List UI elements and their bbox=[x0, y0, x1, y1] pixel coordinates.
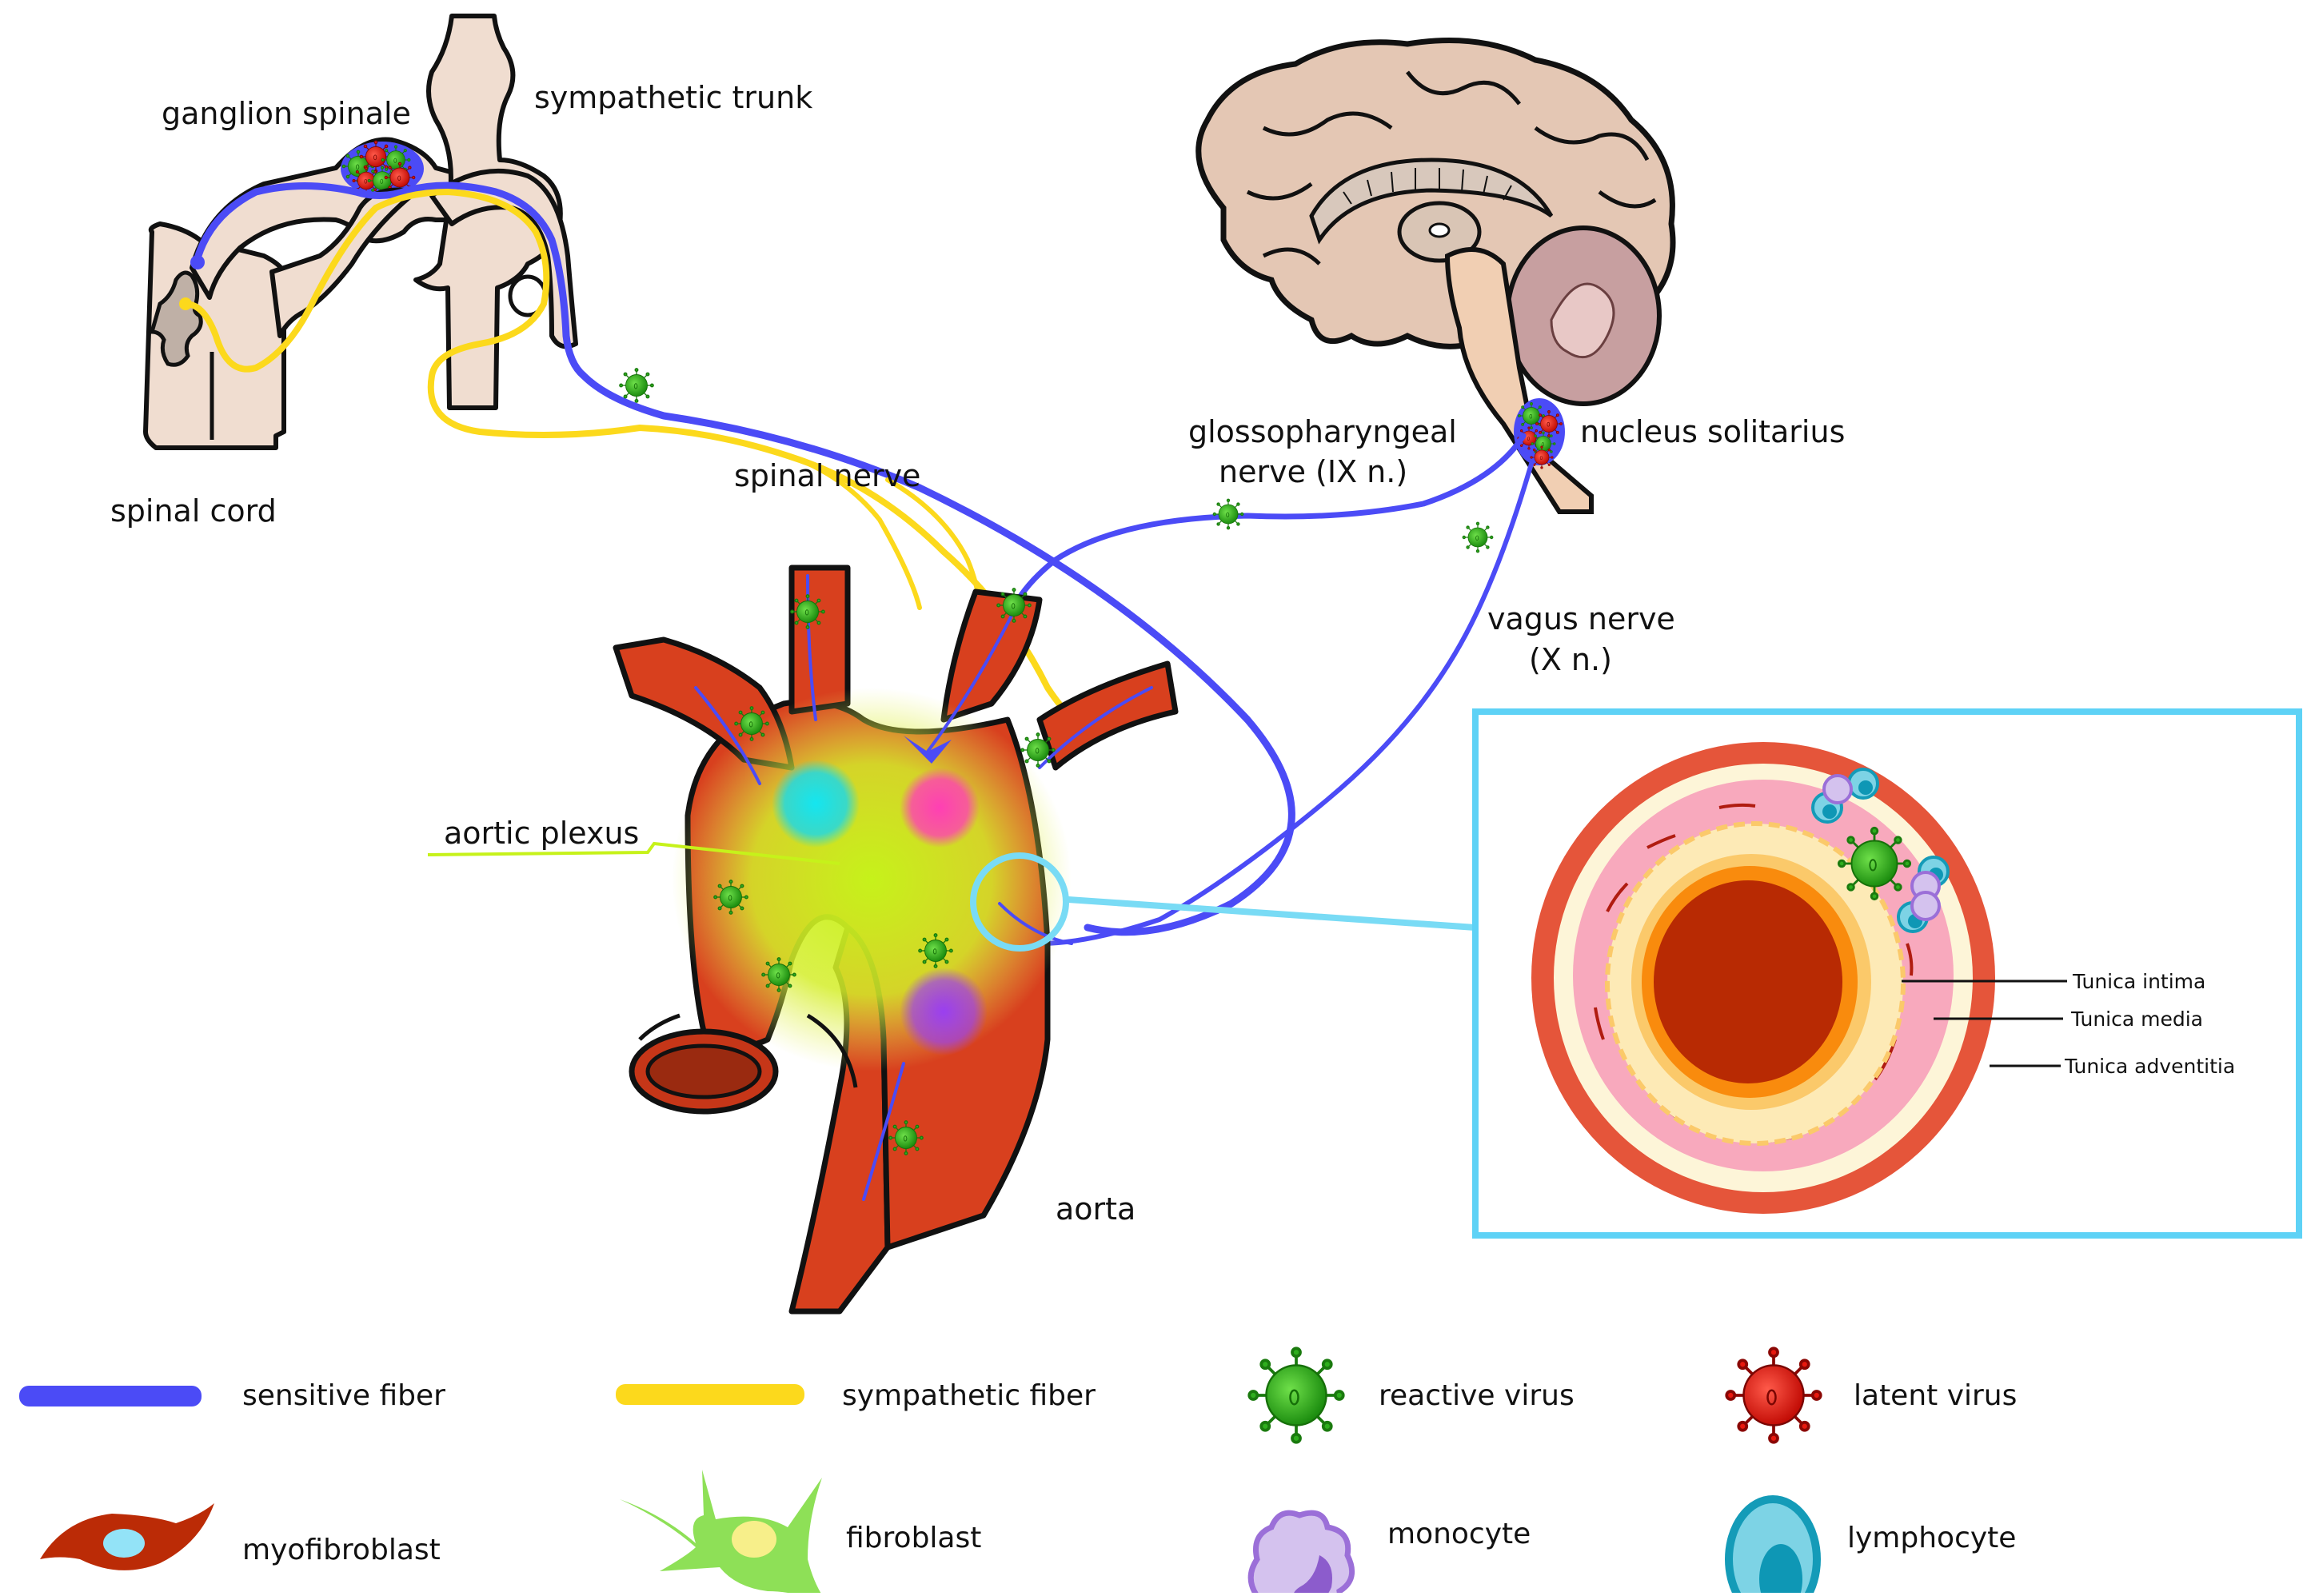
tunica-media-label: Tunica media bbox=[2070, 1007, 2203, 1031]
aorta-label: aorta bbox=[1056, 1191, 1136, 1227]
aortic-fibers bbox=[694, 574, 1153, 1201]
legend-item-reactive-virus: reactive virus bbox=[1247, 1347, 1575, 1444]
legend-label: fibroblast bbox=[846, 1522, 981, 1554]
brain-illustration bbox=[1195, 38, 1676, 514]
vagus-nerve bbox=[1037, 461, 1534, 946]
corpus-callosum bbox=[1309, 158, 1554, 245]
legend-item-latent-virus: latent virus bbox=[1725, 1347, 2017, 1444]
lymphocyte-nucleus bbox=[1759, 1544, 1802, 1596]
spinal-cord-label: spinal cord bbox=[110, 493, 277, 529]
common-carotid-artery bbox=[788, 565, 851, 715]
spinal-nerve-label: spinal nerve bbox=[734, 458, 920, 493]
reactive-virus-icon bbox=[888, 1120, 924, 1155]
spinal-cord-illustration bbox=[143, 14, 1295, 936]
glossopharyngeal-label-line1: glossopharyngeal bbox=[1188, 414, 1457, 449]
sensitive-neuron-body bbox=[190, 255, 205, 269]
subclavian-artery bbox=[1036, 660, 1179, 771]
reactive-virus-icon bbox=[1212, 498, 1244, 530]
reactive-virus-icon bbox=[790, 594, 825, 629]
reactive-virus-icon bbox=[1837, 826, 1912, 901]
monocyte-nucleus bbox=[1293, 1555, 1332, 1596]
vessel-cross-section-inset: Tunica intima Tunica media Tunica advent… bbox=[1472, 708, 2302, 1239]
reactive-virus-icon bbox=[713, 880, 748, 915]
myofibroblast-nucleus bbox=[103, 1529, 145, 1558]
callosum-striations bbox=[1343, 168, 1512, 205]
legend-item-monocyte: monocyte bbox=[1247, 1510, 1531, 1596]
arbor-vitae bbox=[1550, 282, 1615, 359]
legend-item-sensitive-fiber: sensitive fiber bbox=[19, 1379, 445, 1412]
fibroblast-nucleus bbox=[732, 1521, 776, 1558]
brain-gyri bbox=[1246, 70, 1657, 265]
reactive-virus-icon bbox=[619, 368, 654, 403]
vessel-opening-inner bbox=[645, 1043, 762, 1099]
legend-label: latent virus bbox=[1854, 1379, 2017, 1412]
ganglion-spinale-label: ganglion spinale bbox=[162, 96, 411, 131]
sensitive-fiber-spinal bbox=[192, 182, 1295, 936]
aortic-plexus-leader bbox=[427, 841, 840, 865]
sympathetic-trunk bbox=[413, 14, 563, 410]
vagus-nerve-label-line1: vagus nerve bbox=[1487, 601, 1675, 636]
magnifier-circle bbox=[970, 852, 1069, 952]
pink-spot bbox=[900, 768, 980, 848]
tunica-intima-label: Tunica intima bbox=[2072, 970, 2205, 993]
monocyte-icon bbox=[1822, 774, 1941, 921]
cyan-spot bbox=[772, 760, 860, 848]
legend-label: sensitive fiber bbox=[242, 1379, 445, 1412]
monocyte-icon bbox=[1247, 1510, 1355, 1596]
reactive-virus-icon bbox=[918, 933, 953, 968]
reactive-virus-icon bbox=[1247, 1347, 1345, 1444]
legend-label: sympathetic fiber bbox=[842, 1379, 1096, 1412]
sympathetic-fiber-spinal bbox=[182, 188, 1083, 720]
vessel-lumen bbox=[1654, 880, 1842, 1083]
sympathetic-fiber-swatch bbox=[616, 1384, 804, 1405]
brainstem bbox=[1444, 247, 1594, 514]
tunica-adventitia-label: Tunica adventitia bbox=[2064, 1055, 2235, 1078]
legend-item-myofibroblast: myofibroblast bbox=[40, 1503, 441, 1570]
latent-virus-icon bbox=[1725, 1347, 1822, 1444]
pulmonary-branch bbox=[806, 1013, 858, 1088]
reactive-virus-icon bbox=[996, 588, 1032, 623]
reactive-virus-icon bbox=[1462, 521, 1494, 553]
pulmonary-branch bbox=[638, 1013, 681, 1041]
legend-item-fibroblast: fibroblast bbox=[620, 1470, 981, 1596]
legend-label: lymphocyte bbox=[1847, 1522, 2016, 1554]
nucleus-solitarius-label: nucleus solitarius bbox=[1580, 414, 1845, 449]
glossopharyngeal-label-line2: nerve (IX n.) bbox=[1219, 454, 1407, 489]
glossopharyngeal-nerve bbox=[1004, 433, 1527, 627]
latent-virus-icon bbox=[1535, 410, 1563, 437]
blue-plexus-junction bbox=[904, 736, 952, 764]
legend-item-sympathetic-fiber: sympathetic fiber bbox=[616, 1379, 1096, 1412]
reactive-virus-icon bbox=[761, 957, 796, 992]
vagus-nerve-label-line2: (X n.) bbox=[1529, 642, 1612, 677]
reactive-virus-icon bbox=[734, 706, 769, 741]
aortic-plexus-glow bbox=[672, 688, 1072, 1071]
aorta-illustration bbox=[427, 565, 1476, 1315]
grey-matter bbox=[149, 270, 203, 367]
reactive-virus-icon bbox=[1020, 732, 1056, 768]
legend-label: reactive virus bbox=[1379, 1379, 1575, 1412]
aortic-plexus-label: aortic plexus bbox=[444, 816, 639, 851]
legend: sensitive fiber sympathetic fiber reacti… bbox=[19, 1347, 2017, 1596]
fibroblast-icon bbox=[620, 1470, 823, 1596]
legend-label: monocyte bbox=[1387, 1518, 1531, 1550]
sensitive-fiber-swatch bbox=[19, 1386, 202, 1406]
legend-label: myofibroblast bbox=[242, 1534, 441, 1566]
purple-spot bbox=[900, 968, 988, 1055]
thalamus-hole bbox=[1428, 222, 1451, 238]
sympathetic-neuron-body bbox=[179, 297, 192, 310]
sympathetic-trunk-label: sympathetic trunk bbox=[534, 80, 812, 115]
latent-virus-icon bbox=[1530, 445, 1554, 469]
legend-item-lymphocyte: lymphocyte bbox=[1725, 1495, 2016, 1596]
sympathetic-branch bbox=[797, 457, 922, 610]
magnifier-connector bbox=[1068, 896, 1476, 931]
